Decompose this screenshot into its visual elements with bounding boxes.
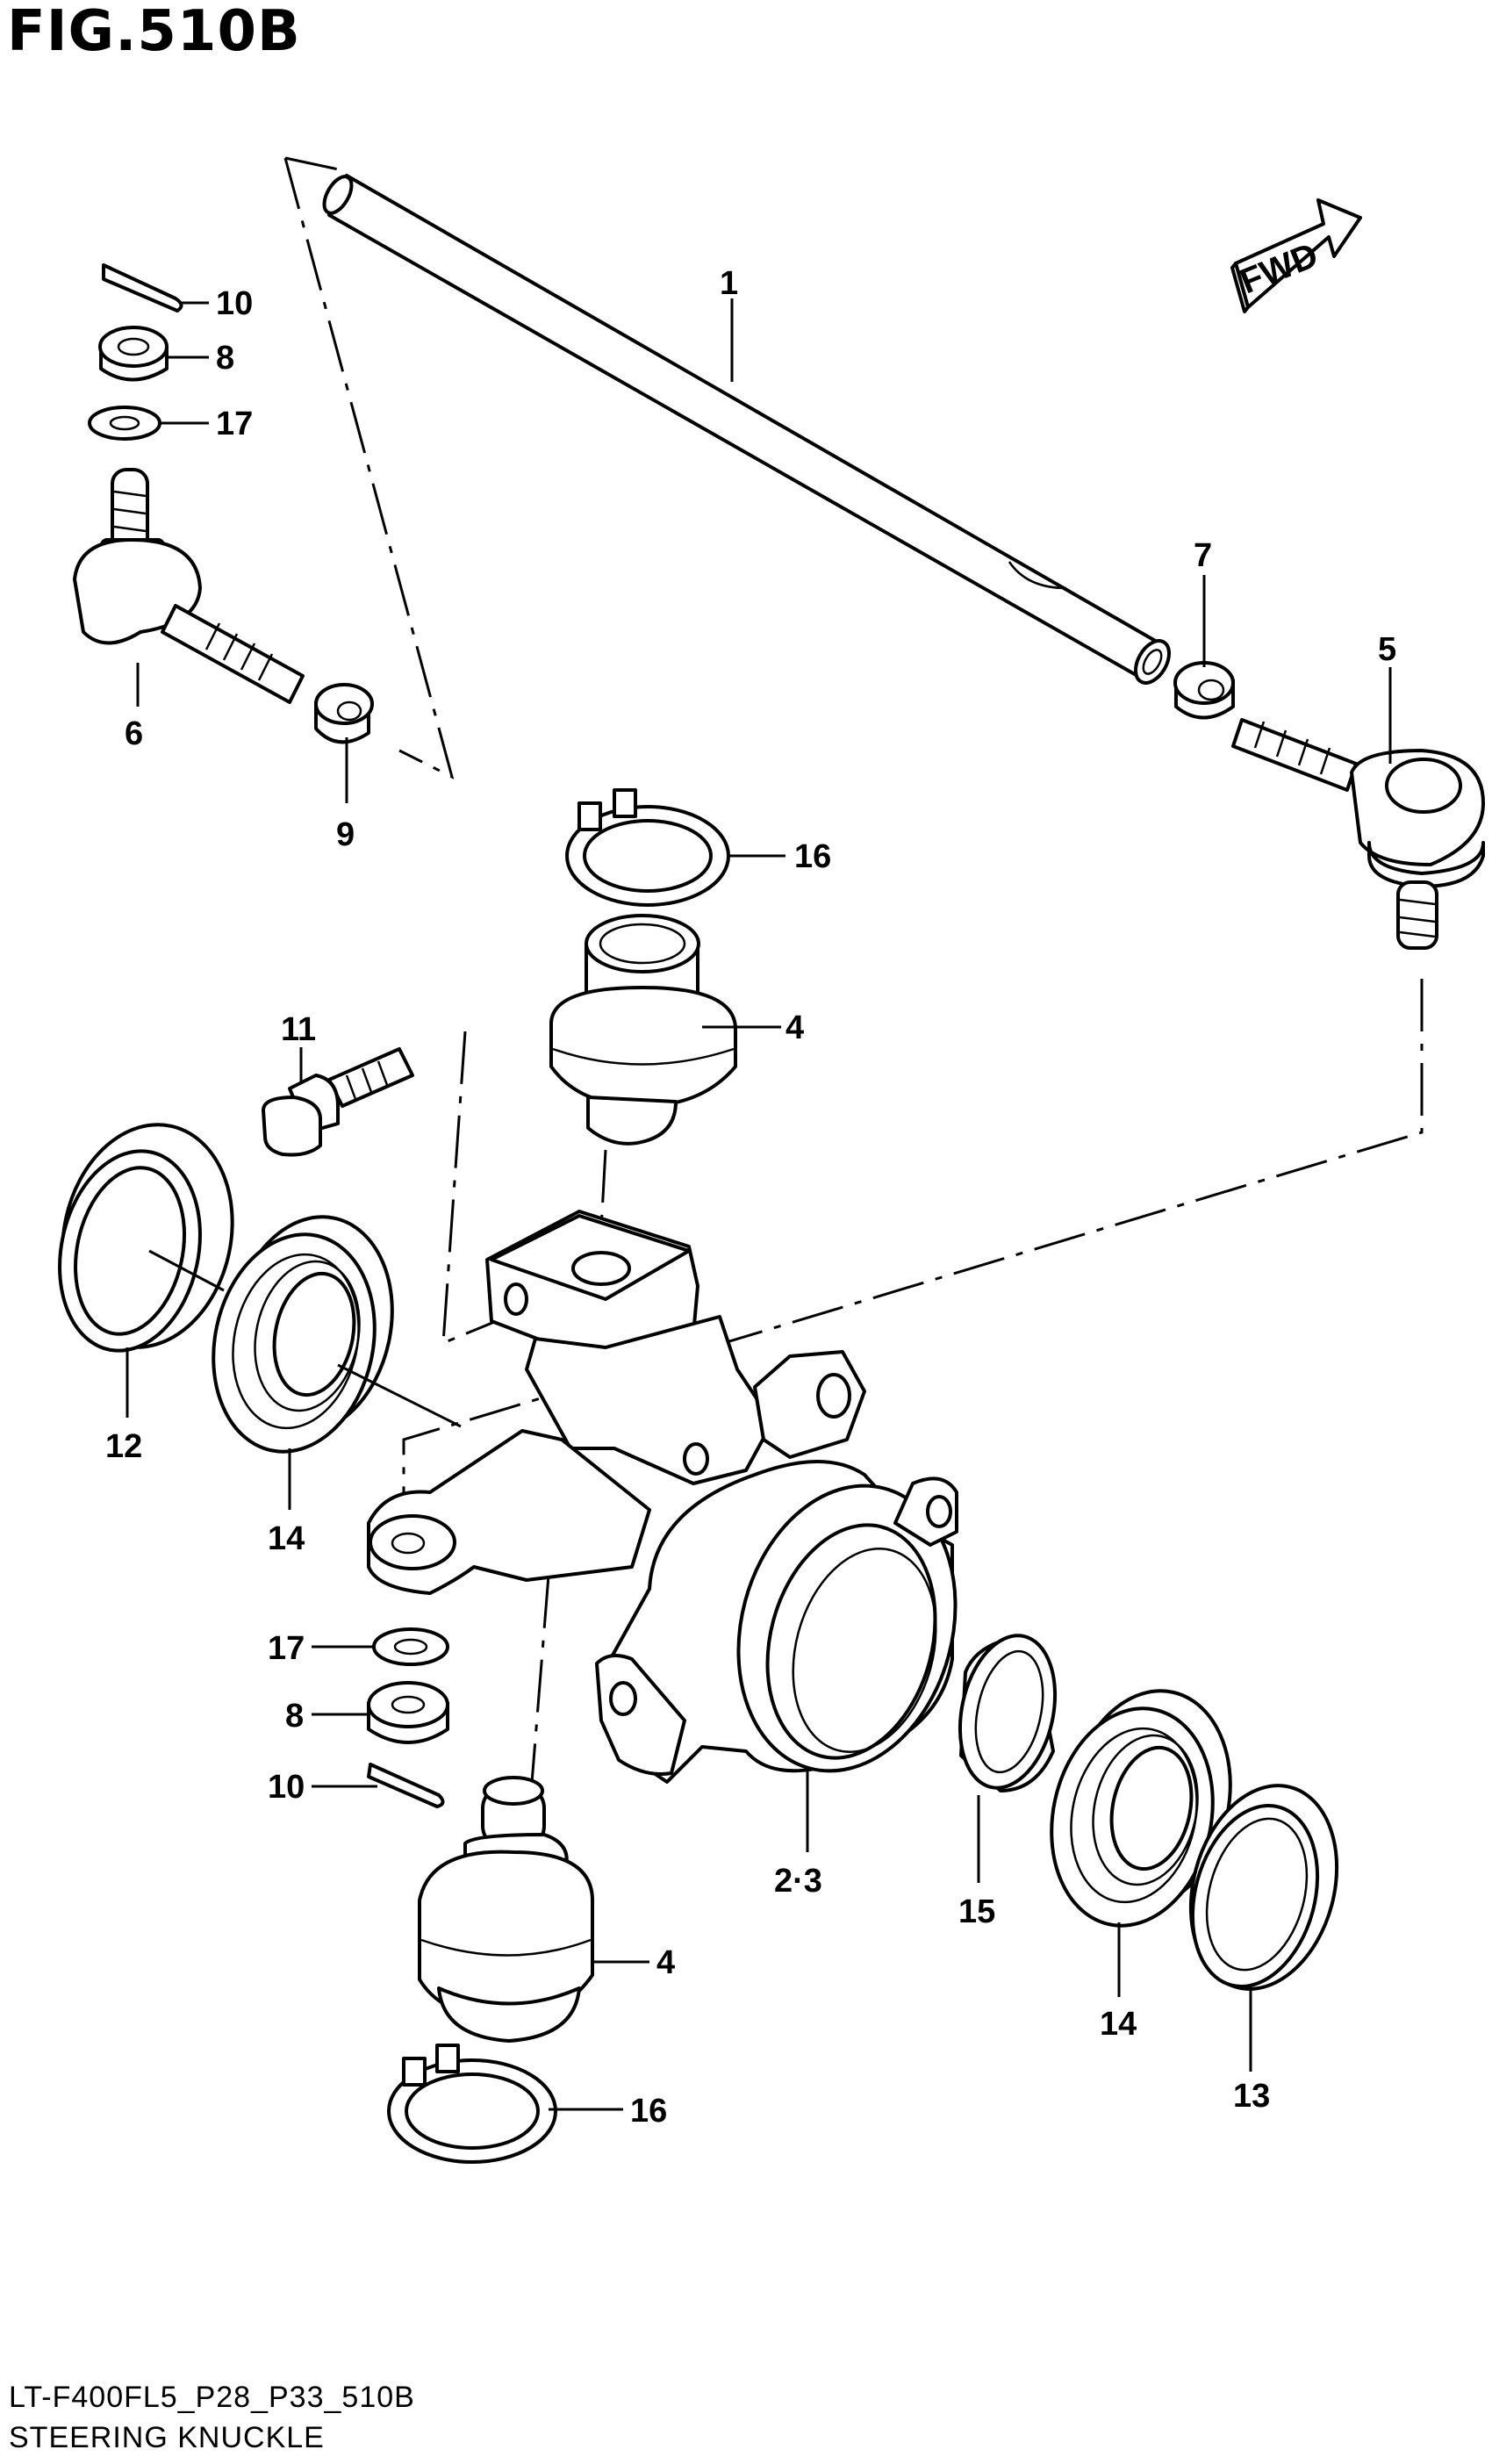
castle-nut-top bbox=[98, 326, 169, 382]
castle-nut-bottom bbox=[367, 1681, 449, 1744]
steering-knuckle bbox=[367, 1210, 958, 1784]
flange-bolt bbox=[262, 1047, 414, 1157]
oil-seal-right bbox=[1188, 1784, 1339, 1991]
callout-15: 15 bbox=[958, 1893, 995, 1930]
callout-17-top: 17 bbox=[216, 406, 253, 442]
ball-joint-top bbox=[549, 914, 737, 1146]
washer-bottom bbox=[372, 1627, 449, 1666]
callout-1: 1 bbox=[720, 265, 738, 302]
figure-title: FIG.510B bbox=[7, 0, 301, 64]
bearing-left bbox=[212, 1215, 394, 1454]
lock-nut bbox=[314, 683, 374, 744]
ball-joint-bottom bbox=[418, 1776, 594, 2043]
snap-ring-bottom bbox=[387, 2044, 557, 2164]
callout-11: 11 bbox=[281, 1011, 316, 1048]
callout-labels: 1 10 8 17 6 9 7 5 16 4 11 12 14 17 8 10 … bbox=[105, 265, 1396, 2130]
cotter-pin-top bbox=[102, 263, 183, 312]
callout-8-bottom: 8 bbox=[285, 1698, 304, 1735]
oil-seal-left bbox=[58, 1123, 234, 1353]
callout-4-bottom: 4 bbox=[656, 1944, 675, 1981]
callout-14-right: 14 bbox=[1100, 2006, 1137, 2043]
cotter-pin-bottom bbox=[367, 1763, 445, 1808]
callout-12: 12 bbox=[105, 1428, 142, 1465]
callout-16-top: 16 bbox=[794, 838, 831, 875]
tie-rod bbox=[322, 174, 1171, 685]
callout-6: 6 bbox=[125, 715, 143, 752]
callout-5: 5 bbox=[1378, 631, 1396, 668]
forward-arrow-icon: FWD bbox=[1230, 198, 1362, 313]
tie-rod-end-right bbox=[1231, 718, 1485, 950]
callout-2-3: 2·3 bbox=[774, 1863, 822, 1900]
callout-17-bottom: 17 bbox=[268, 1630, 305, 1667]
callout-4-top: 4 bbox=[785, 1009, 804, 1046]
lock-nut-right bbox=[1173, 661, 1235, 720]
snap-ring-top bbox=[565, 788, 730, 907]
callout-8-top: 8 bbox=[216, 340, 234, 377]
callout-10-bottom: 10 bbox=[268, 1769, 305, 1806]
tie-rod-end-left bbox=[73, 468, 305, 704]
callout-10-top: 10 bbox=[216, 285, 253, 322]
callout-13: 13 bbox=[1233, 2078, 1270, 2115]
callout-16-bottom: 16 bbox=[630, 2093, 667, 2130]
spacer bbox=[958, 1634, 1058, 1792]
model-code: LT-F400FL5_P28_P33_510B bbox=[9, 2381, 415, 2414]
washer-top bbox=[88, 406, 161, 441]
callout-14-left: 14 bbox=[268, 1520, 305, 1557]
callout-7: 7 bbox=[1194, 537, 1212, 574]
section-name: STEERING KNUCKLE bbox=[9, 2421, 325, 2454]
callout-9: 9 bbox=[336, 816, 355, 853]
leader-lines bbox=[126, 298, 1392, 2111]
